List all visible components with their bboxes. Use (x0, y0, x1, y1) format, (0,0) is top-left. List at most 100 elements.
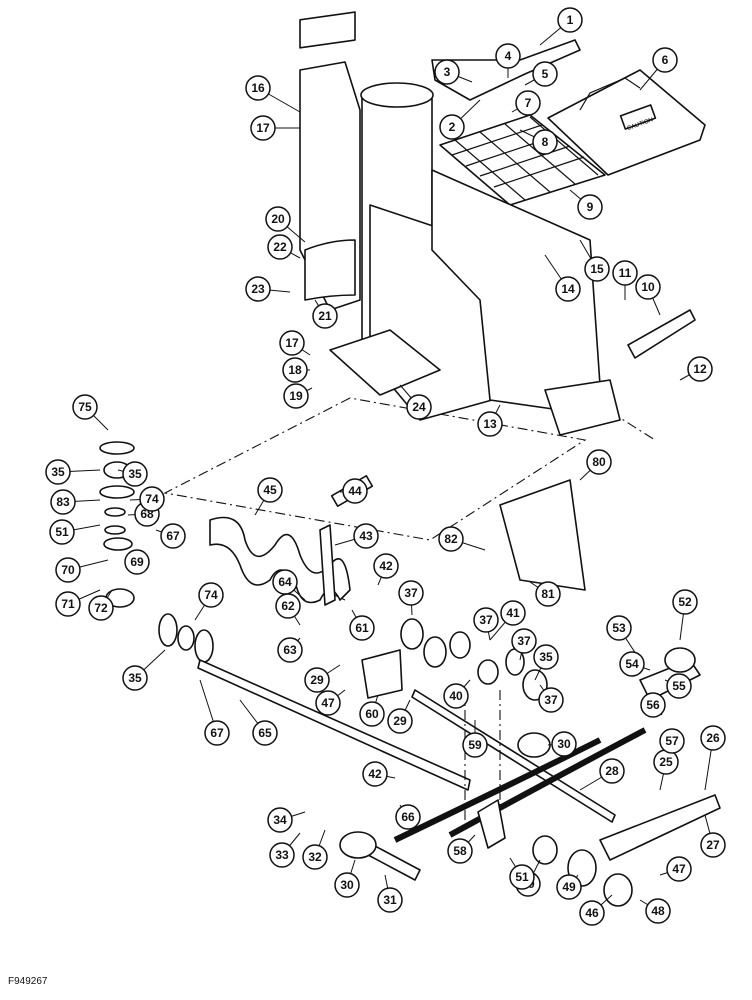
callout-40: 40 (443, 683, 469, 709)
callout-number: 51 (515, 870, 529, 884)
callout-number: 15 (590, 262, 604, 276)
callout-37: 37 (398, 580, 424, 606)
callout-number: 3 (444, 65, 451, 79)
callout-number: 10 (641, 280, 655, 294)
callout-58: 58 (447, 838, 473, 864)
callout-55: 55 (666, 673, 692, 699)
callout-31: 31 (377, 887, 403, 913)
callout-30: 30 (334, 872, 360, 898)
callout-number: 71 (61, 597, 75, 611)
callout-37: 37 (511, 628, 537, 654)
callout-23: 23 (245, 276, 271, 302)
callout-21: 21 (312, 303, 338, 329)
callout-27: 27 (700, 832, 726, 858)
callout-number: 2 (449, 120, 456, 134)
callout-number: 56 (646, 698, 660, 712)
callout-number: 67 (210, 726, 224, 740)
callout-75: 75 (72, 394, 98, 420)
bracket (627, 309, 696, 359)
callout-number: 9 (587, 200, 594, 214)
callout-number: 24 (412, 400, 426, 414)
callout-number: 65 (258, 726, 272, 740)
rod-65 (197, 659, 471, 791)
callout-57: 57 (659, 728, 685, 754)
callout-number: 35 (539, 650, 553, 664)
callout-65: 65 (252, 720, 278, 746)
callout-42: 42 (373, 553, 399, 579)
callout-47: 47 (315, 690, 341, 716)
callout-number: 23 (251, 282, 265, 296)
callout-8: 8 (532, 129, 558, 155)
callout-9: 9 (577, 194, 603, 220)
callout-46: 46 (579, 900, 605, 926)
callout-number: 37 (479, 613, 493, 627)
callout-number: 19 (289, 389, 303, 403)
auger (209, 516, 351, 604)
callout-number: 32 (308, 850, 322, 864)
callout-number: 33 (275, 848, 289, 862)
callout-53: 53 (606, 615, 632, 641)
callout-7: 7 (515, 90, 541, 116)
callout-number: 48 (651, 904, 665, 918)
callout-number: 34 (273, 813, 287, 827)
callout-number: 35 (128, 671, 142, 685)
callout-number: 42 (368, 767, 382, 781)
callout-number: 37 (544, 693, 558, 707)
callout-16: 16 (245, 75, 271, 101)
callout-13: 13 (477, 411, 503, 437)
callout-number: 11 (619, 266, 632, 280)
callout-2: 2 (439, 114, 465, 140)
callout-number: 42 (379, 559, 393, 573)
callout-3: 3 (434, 59, 460, 85)
callout-28: 28 (599, 758, 625, 784)
callout-number: 75 (78, 400, 92, 414)
callout-number: 52 (678, 595, 692, 609)
callout-37: 37 (538, 687, 564, 713)
callout-29: 29 (304, 667, 330, 693)
callout-number: 4 (505, 49, 512, 63)
belt-upper (448, 727, 647, 838)
callout-14: 14 (555, 276, 581, 302)
callout-43: 43 (353, 523, 379, 549)
tube-opening (360, 82, 434, 108)
bracket-60 (361, 649, 403, 699)
bracket-59-outline (464, 690, 501, 820)
callout-number: 41 (506, 606, 520, 620)
callout-number: 74 (204, 588, 218, 602)
figure-code: F949267 (8, 976, 48, 987)
caution-decal (619, 104, 657, 130)
callout-51: 51 (509, 864, 535, 890)
callout-81: 81 (535, 581, 561, 607)
callout-number: 35 (128, 467, 142, 481)
callout-69: 69 (124, 549, 150, 575)
callout-61: 61 (349, 615, 375, 641)
callout-11: 11 (612, 260, 638, 286)
rod-28 (411, 689, 616, 823)
callout-number: 83 (56, 495, 70, 509)
callout-number: 63 (283, 643, 297, 657)
arm-25 (599, 794, 721, 861)
callout-19: 19 (283, 383, 309, 409)
callout-51: 51 (49, 519, 75, 545)
callout-17: 17 (279, 330, 305, 356)
callout-83: 83 (50, 489, 76, 515)
callout-34: 34 (267, 807, 293, 833)
callout-56: 56 (640, 692, 666, 718)
chute-outlet (544, 379, 621, 436)
roller-30-lower (339, 831, 377, 859)
callout-72: 72 (88, 595, 114, 621)
callout-number: 53 (612, 621, 626, 635)
callout-15: 15 (584, 256, 610, 282)
callout-number: 29 (310, 673, 324, 687)
callout-number: 60 (365, 707, 379, 721)
callout-71: 71 (55, 591, 81, 617)
callout-number: 66 (401, 810, 415, 824)
callout-number: 40 (449, 689, 463, 703)
cover-handle (579, 77, 641, 111)
callout-number: 55 (672, 679, 686, 693)
bearing-set-mid (158, 613, 214, 663)
callout-number: 18 (288, 363, 302, 377)
callout-number: 31 (383, 893, 397, 907)
